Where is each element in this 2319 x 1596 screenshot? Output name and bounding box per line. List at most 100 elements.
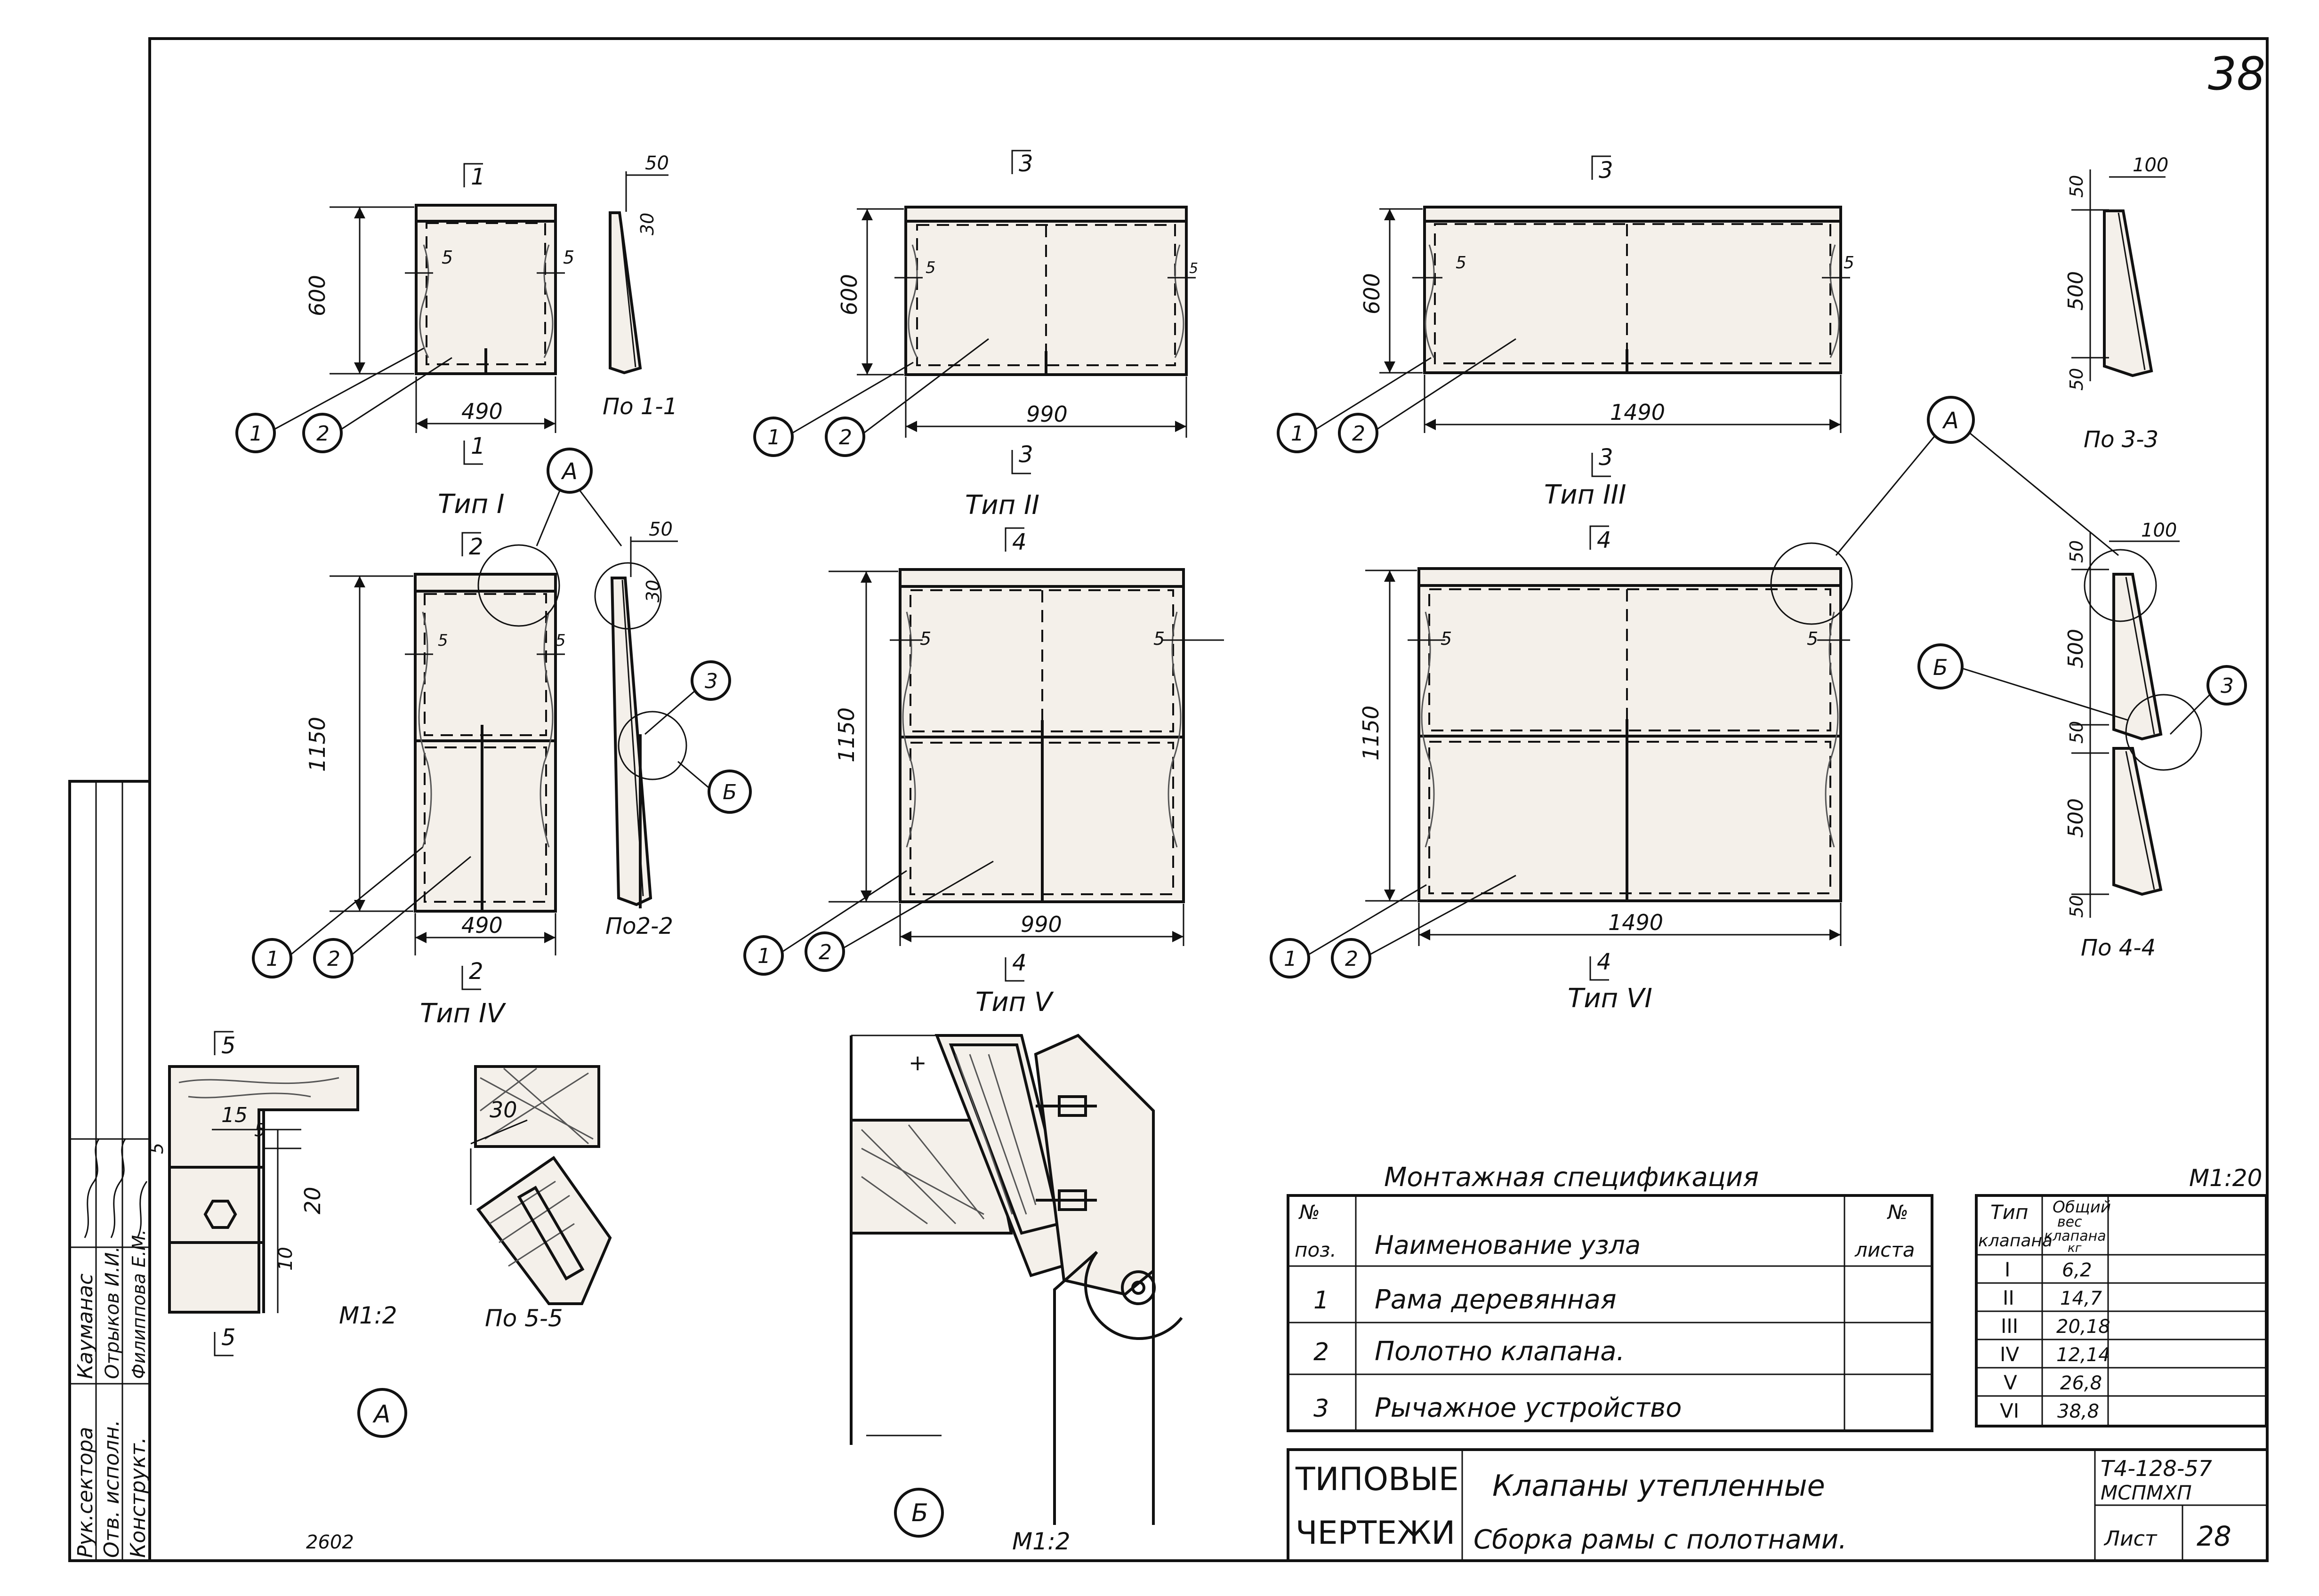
detail-b-scale: M1:2 xyxy=(1012,1528,1071,1555)
type6-width-dim: 1490 xyxy=(1608,910,1663,935)
title-series-1: ТИПОВЫЕ xyxy=(1295,1461,1459,1498)
detail-b: + M1:2 Б xyxy=(850,1034,1183,1555)
section-3-3: 100 50 500 50 По 3-3 xyxy=(2064,154,2168,453)
spec-row-3-name: Рычажное устройство xyxy=(1375,1393,1682,1423)
section-5-5: 30 По 5-5 xyxy=(470,1065,612,1332)
spec-h-pos-1: № xyxy=(1298,1201,1320,1224)
type5-gap-left: 5 xyxy=(920,628,931,649)
type3-section-bottom: 3 xyxy=(1599,444,1613,471)
type1-callout-2: 2 xyxy=(316,422,330,446)
title-line-2: Сборка рамы с полотнами. xyxy=(1474,1524,1847,1555)
signature-name-1: Кауманас xyxy=(73,1274,97,1379)
spec-row-2-pos: 2 xyxy=(1313,1338,1329,1366)
section-4-4: 100 50 500 50 500 50 Б 3 По 4-4 xyxy=(1917,520,2247,961)
s44-dim-b: 500 xyxy=(2064,629,2088,668)
s33-dim-c: 50 xyxy=(2066,368,2087,391)
signature-name-3: Филиппова Е.М. xyxy=(129,1229,149,1379)
section-2-2: 50 30 3 Б По2-2 xyxy=(594,519,752,939)
s44-label: По 4-4 xyxy=(2081,935,2156,961)
weight-h-type-1: Тип xyxy=(1990,1201,2028,1224)
signature-role-1: Рук.сектора xyxy=(73,1427,97,1558)
type5-section-top: 4 xyxy=(1012,529,1027,555)
weight-row-3-type: III xyxy=(2001,1315,2018,1338)
type4-gap-right: 5 xyxy=(556,631,566,650)
type5-callout-2: 2 xyxy=(819,940,832,964)
title-code-1: Т4-128-57 xyxy=(2101,1456,2212,1481)
title-line-1: Клапаны утепленные xyxy=(1492,1468,1825,1503)
type4-section-top: 2 xyxy=(469,534,483,560)
type1-width-dim: 490 xyxy=(461,399,503,424)
type3-section-top: 3 xyxy=(1599,157,1613,184)
detail-a-dim-20: 20 xyxy=(300,1187,325,1214)
type6-section-top: 4 xyxy=(1597,527,1611,553)
mounting-spec-table: Монтажная спецификация № поз. Наименован… xyxy=(1287,1162,1933,1432)
s44-dim-a: 50 xyxy=(2066,540,2087,563)
s55-label: По 5-5 xyxy=(485,1305,563,1332)
type3-height-dim: 600 xyxy=(1359,273,1385,314)
signature-role-2: Отв. исполн. xyxy=(100,1420,124,1558)
detail-a-dim-15: 15 xyxy=(221,1103,248,1127)
weight-h-weight-2: вес xyxy=(2057,1214,2082,1230)
signature-name-2: Отрыков И.И. xyxy=(102,1246,123,1379)
type6-section-bottom: 4 xyxy=(1597,949,1611,975)
type2-callout-2: 2 xyxy=(839,425,852,449)
s55-dim: 30 xyxy=(490,1097,517,1123)
spec-h-pos-2: поз. xyxy=(1295,1238,1337,1261)
s11-dim-top: 50 xyxy=(645,152,669,174)
detail-a-section-bottom: 5 xyxy=(221,1324,236,1351)
title-block: ТИПОВЫЕ ЧЕРТЕЖИ Клапаны утепленные Сборк… xyxy=(1287,1448,2269,1562)
type2-gap-left: 5 xyxy=(926,258,936,277)
type3-gap-right: 5 xyxy=(1844,253,1854,273)
weight-table: M1:20 Тип клапана Общий вес клапана кг I… xyxy=(1975,1164,2268,1428)
type4-section-bottom: 2 xyxy=(469,958,483,985)
type5-gap-right: 5 xyxy=(1153,628,1165,649)
s33-dim-b: 500 xyxy=(2064,271,2088,311)
s33-dim-top: 100 xyxy=(2133,154,2168,176)
weight-row-5-type: V xyxy=(2004,1371,2017,1394)
s22-label: По2-2 xyxy=(605,913,673,939)
weight-h-weight-4: кг xyxy=(2068,1241,2082,1255)
type4-detail-ref: А xyxy=(561,458,578,485)
s22-callout-3: 3 xyxy=(705,669,718,693)
signature-role-3: Конструкт. xyxy=(126,1437,150,1558)
type2-section-bottom: 3 xyxy=(1019,441,1033,468)
weight-row-4-type: IV xyxy=(2000,1343,2019,1366)
weight-row-5-value: 26,8 xyxy=(2060,1372,2102,1394)
weight-row-2-type: II xyxy=(2003,1286,2014,1309)
type5-height-dim: 1150 xyxy=(834,707,859,762)
type2-section-top: 3 xyxy=(1019,151,1033,177)
type6-callout-2: 2 xyxy=(1345,947,1358,971)
spec-h-sheet-1: № xyxy=(1887,1201,1908,1224)
detail-a-ref: А xyxy=(372,1400,391,1428)
section-1-1: 50 30 По 1-1 xyxy=(603,152,677,420)
type6-height-dim: 1150 xyxy=(1358,706,1384,761)
s44-dim-e: 50 xyxy=(2066,895,2087,918)
spec-h-name: Наименование узла xyxy=(1375,1230,1641,1260)
weight-row-6-value: 38,8 xyxy=(2057,1401,2099,1422)
detail-b-plus: + xyxy=(909,1050,927,1075)
s44-callout-3: 3 xyxy=(2221,674,2234,698)
s22-dim-side: 30 xyxy=(643,580,663,602)
type6-gap-right: 5 xyxy=(1807,628,1818,649)
type2-callout-1: 1 xyxy=(767,425,781,449)
detail-a-dim-5b: 5 xyxy=(146,1143,167,1154)
s44-callout-b: Б xyxy=(1933,655,1948,680)
type2-gap-right: 5 xyxy=(1189,260,1198,277)
type2-height-dim: 600 xyxy=(837,274,862,315)
view-type-4: 1150 490 5 5 2 2 А 1 2 Тип IV xyxy=(252,448,622,1029)
s33-dim-a: 50 xyxy=(2066,175,2087,198)
type1-section-top: 1 xyxy=(471,164,485,190)
type1-height-dim: 600 xyxy=(305,275,330,316)
type6-callout-1: 1 xyxy=(1284,947,1297,971)
weight-row-6-type: VI xyxy=(2000,1399,2019,1422)
type3-width-dim: 1490 xyxy=(1610,400,1665,425)
spec-row-3-pos: 3 xyxy=(1313,1395,1329,1423)
type4-callout-1: 1 xyxy=(266,947,279,971)
detail-a-dim-10: 10 xyxy=(275,1247,297,1271)
detail-a-callout-ref: А xyxy=(1942,408,1959,434)
type6-label: Тип VI xyxy=(1568,983,1652,1014)
weight-row-3-value: 20,18 xyxy=(2056,1316,2110,1338)
type2-width-dim: 990 xyxy=(1026,401,1068,427)
type4-height-dim: 1150 xyxy=(305,717,330,772)
